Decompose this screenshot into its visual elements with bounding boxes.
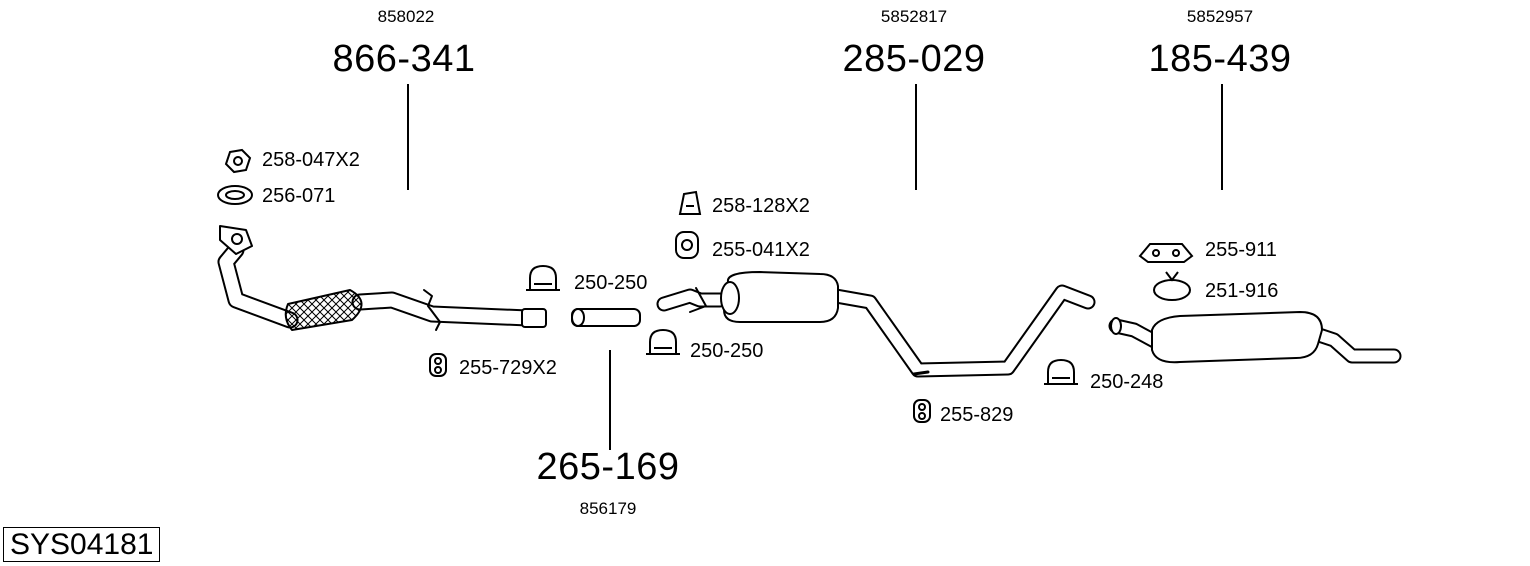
u-clamp-icon [1044,358,1078,385]
diagram-id-box: SYS04181 [3,527,161,562]
rubber-mount-icon [675,231,699,259]
front-pipe-part[interactable] [217,225,547,331]
u-clamp-icon [526,264,560,291]
leader-lines [407,84,1223,450]
accessory-label-255-911[interactable]: 255-911 [1205,239,1277,261]
part-number-185-439[interactable]: 185-439 [1148,38,1292,80]
oem-number-285-029: 5852817 [880,7,948,26]
u-clamp-icon [646,328,680,355]
oem-number-866-341: 858022 [377,7,435,26]
rear-muffler-part[interactable] [1108,311,1402,364]
accessory-label-250-250-upper[interactable]: 250-250 [574,272,648,294]
accessory-label-256-071[interactable]: 256-071 [262,185,336,207]
accessory-label-250-250-lower[interactable]: 250-250 [690,340,764,362]
accessory-label-251-916[interactable]: 251-916 [1205,280,1279,302]
accessory-label-255-829[interactable]: 255-829 [940,404,1014,426]
part-number-265-169[interactable]: 265-169 [536,446,680,488]
gasket-ring-icon [217,185,253,205]
part-number-866-341[interactable]: 866-341 [332,38,476,80]
accessory-label-258-128x2[interactable]: 258-128X2 [712,195,810,217]
center-muffler-part[interactable] [656,271,1096,378]
oem-number-185-439: 5852957 [1186,7,1254,26]
accessory-label-255-041x2[interactable]: 255-041X2 [712,239,810,261]
rubber-hanger-icon [913,399,931,423]
band-clamp-icon [1153,271,1191,301]
oem-number-265-169: 856179 [579,499,637,518]
accessory-label-250-248[interactable]: 250-248 [1090,371,1164,393]
bracket-clip-icon [678,190,702,215]
intermediate-pipe-part[interactable] [571,308,641,327]
nut-icon [224,148,252,174]
accessory-label-258-047x2[interactable]: 258-047X2 [262,149,360,171]
accessory-label-255-729x2[interactable]: 255-729X2 [459,357,557,379]
rubber-hanger-icon [429,353,447,377]
part-number-285-029[interactable]: 285-029 [842,38,986,80]
hanger-strap-icon [1138,243,1194,263]
